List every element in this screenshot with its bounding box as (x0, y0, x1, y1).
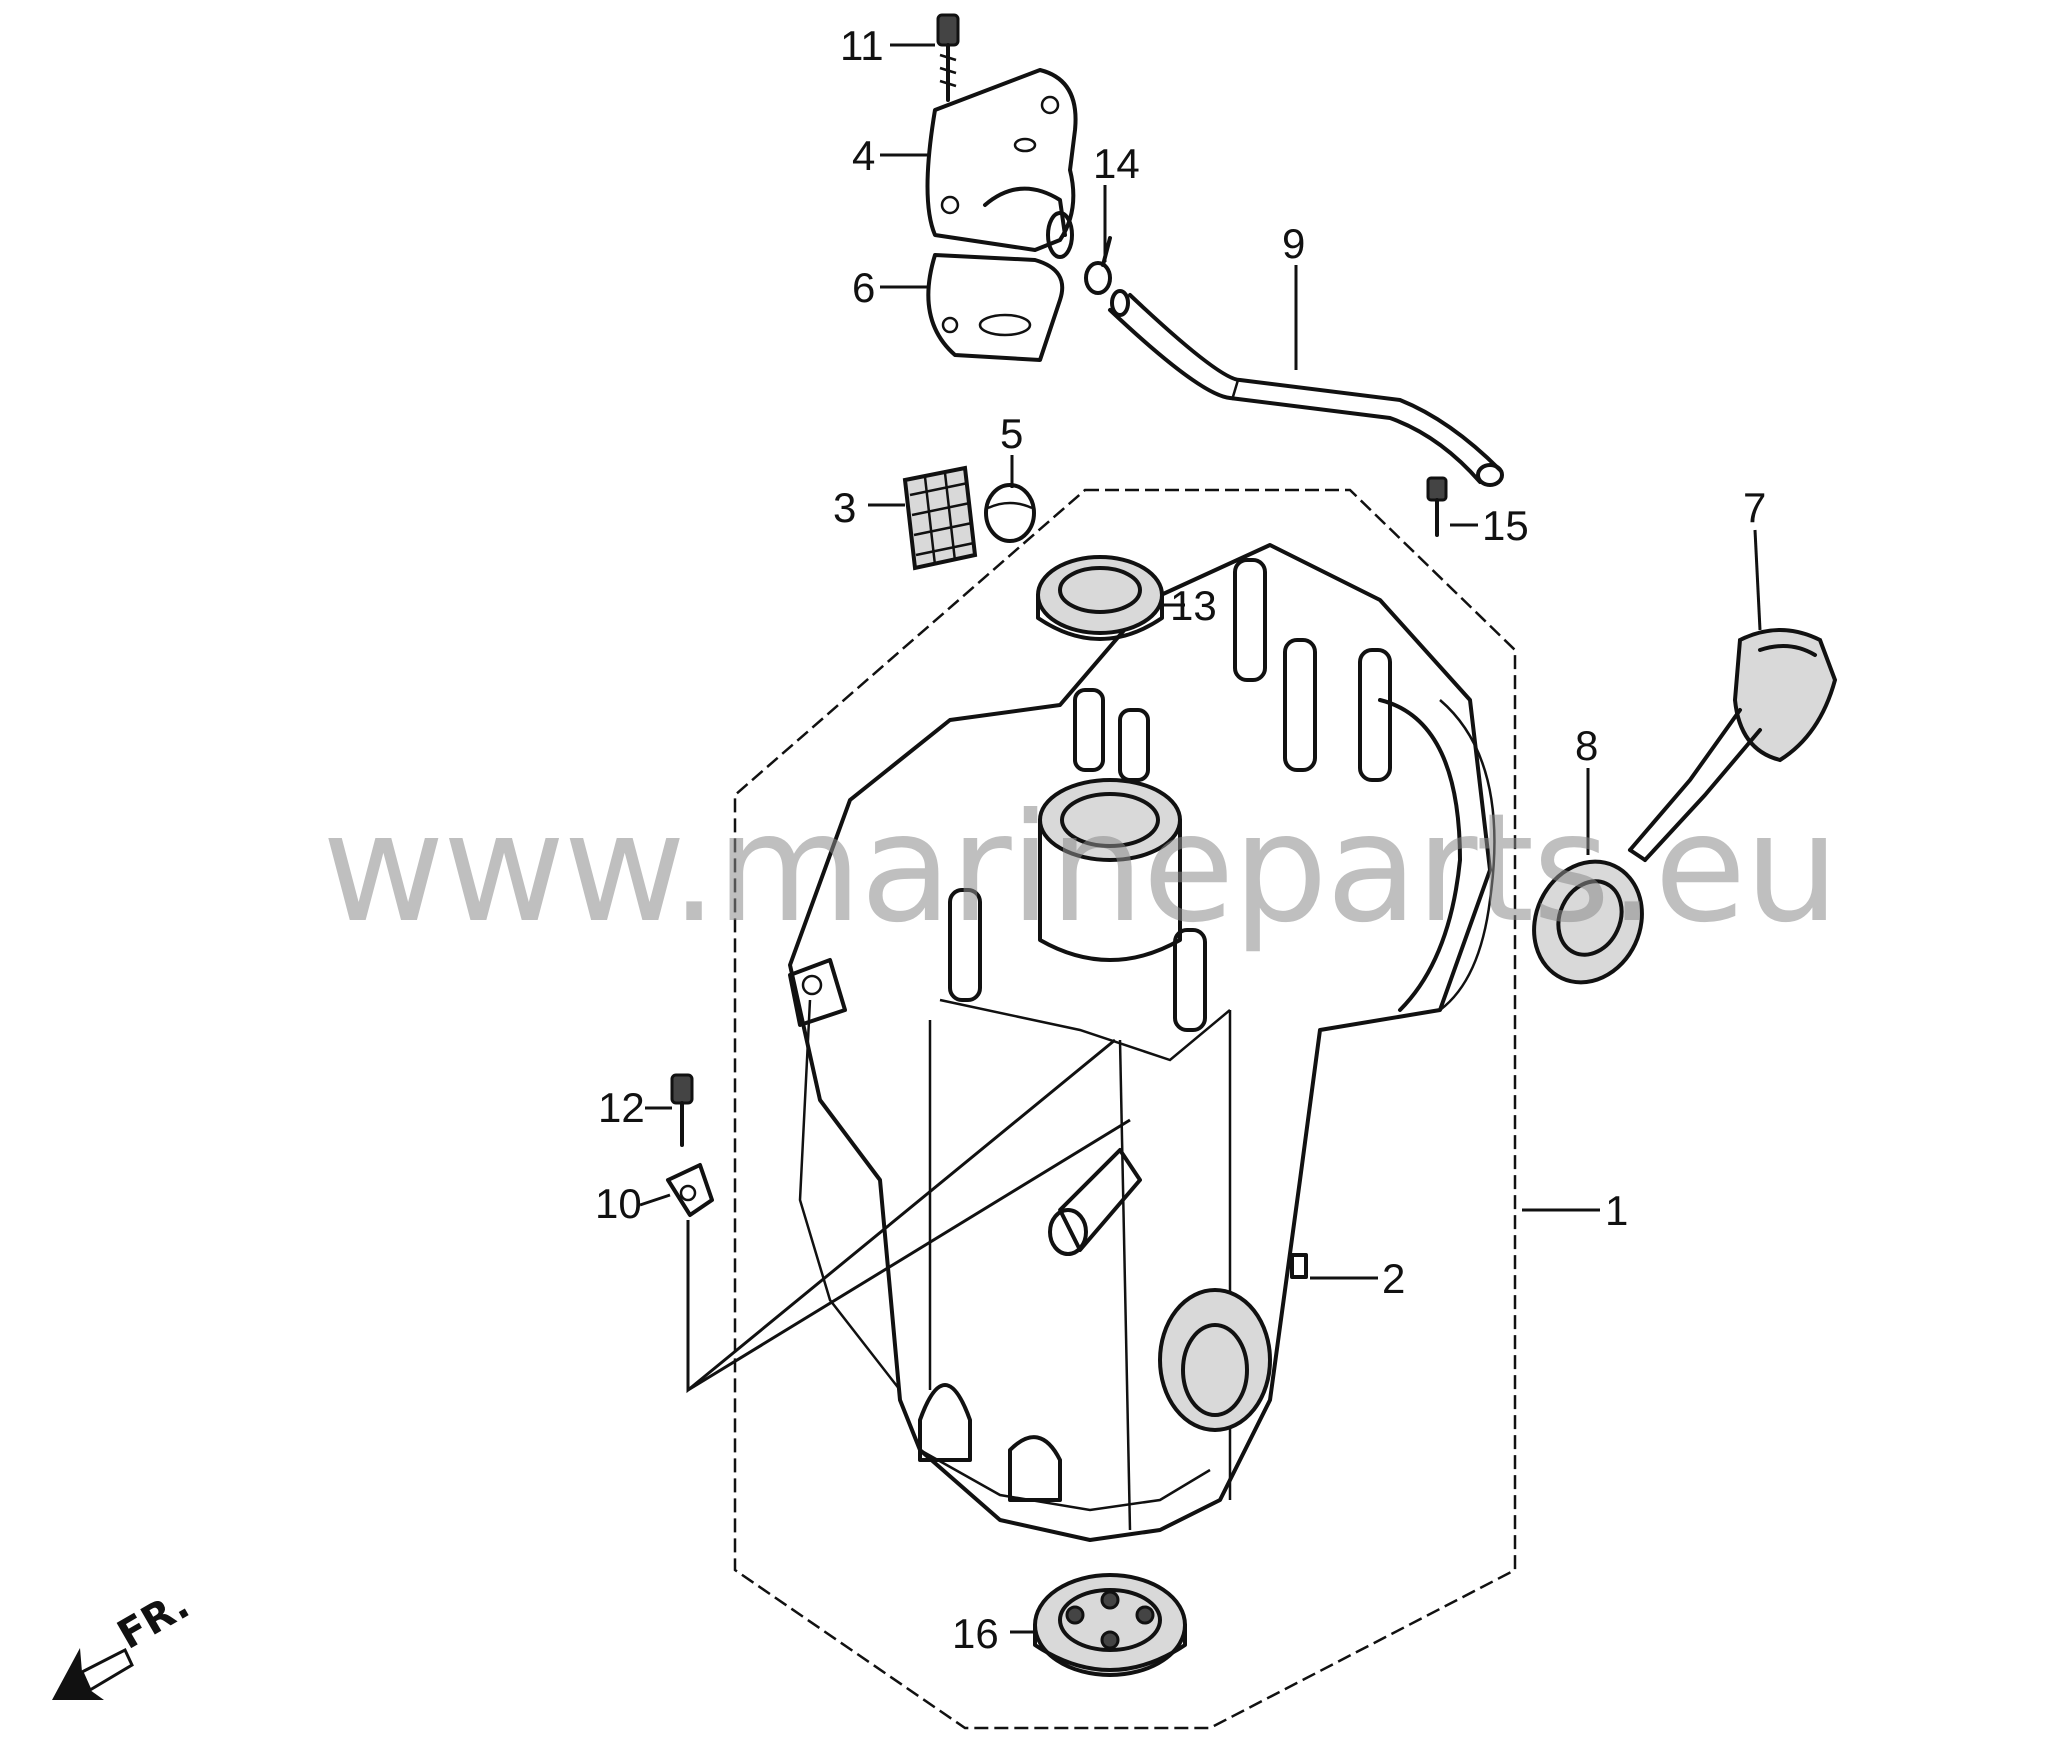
callout-10: 10 (595, 1180, 642, 1227)
callout-4: 4 (852, 132, 875, 179)
callout-7: 7 (1743, 484, 1766, 531)
callout-3: 3 (833, 484, 856, 531)
part-16-bearing (1033, 1573, 1187, 1677)
assembly-boundary (733, 488, 1517, 1730)
leader-lines (639, 43, 1762, 1634)
part-9-tube (1108, 289, 1504, 487)
part-12-bolt (670, 1073, 694, 1147)
callout-6: 6 (852, 264, 875, 311)
callout-16: 16 (952, 1610, 999, 1657)
callout-15: 15 (1482, 502, 1529, 549)
watermark: www.marineparts.eu (322, 782, 1838, 956)
part-15-bolt (1426, 476, 1448, 537)
oil-case-body (788, 543, 1496, 1542)
callout-14: 14 (1093, 140, 1140, 187)
part-2-mark (1290, 1253, 1308, 1279)
part-13-seal (1036, 555, 1164, 641)
callout-12: 12 (598, 1084, 645, 1131)
callout-numbers: 11 4 6 14 9 5 3 15 13 7 8 1 2 12 10 16 (595, 22, 1766, 1657)
callout-11: 11 (840, 22, 884, 69)
part-11-bolt (936, 13, 960, 102)
part-6-bracket (926, 211, 1074, 362)
part-7-dipstick (1628, 628, 1838, 862)
part-10-clamp (666, 1163, 714, 1217)
callout-5: 5 (1000, 410, 1023, 457)
callout-2: 2 (1382, 1255, 1405, 1302)
part-5-cap (984, 483, 1036, 543)
arrow-down-left-icon (52, 1647, 134, 1700)
front-label: FR. (110, 1582, 197, 1659)
part-3-screen (902, 465, 978, 571)
callout-8: 8 (1575, 722, 1598, 769)
part-8-washer (1532, 859, 1644, 985)
callout-9: 9 (1282, 220, 1305, 267)
part-4-bracket (925, 68, 1078, 252)
callout-1: 1 (1605, 1187, 1628, 1234)
front-indicator: FR. (52, 1582, 197, 1700)
callout-13: 13 (1170, 582, 1217, 629)
